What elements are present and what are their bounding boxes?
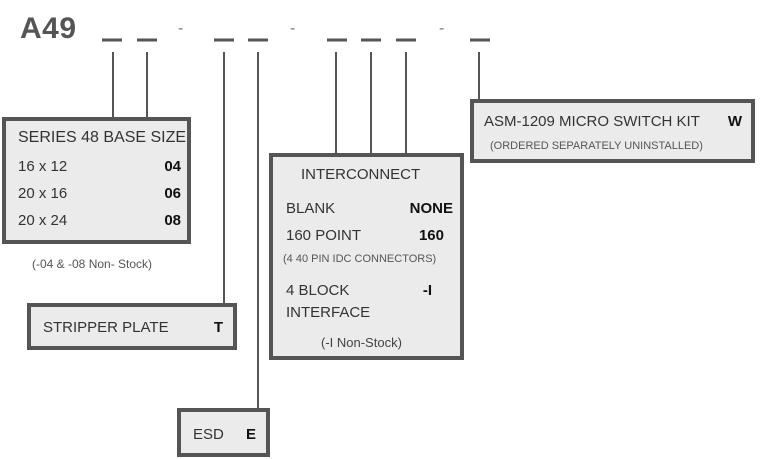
interconnect-block-label: INTERFACE xyxy=(286,304,371,321)
stripper-plate-box: STRIPPER PLATE T xyxy=(27,303,237,350)
interconnect-point-note: (4 40 PIN IDC CONNECTORS) xyxy=(283,253,437,265)
interconnect-block-code: -I xyxy=(422,282,432,299)
esd-box: ESD E xyxy=(177,408,270,457)
esd-label: ESD xyxy=(193,426,224,443)
micro-switch-code: W xyxy=(727,113,742,130)
series-box: SERIES 48 BASE SIZE 16 x 12 04 20 x 16 0… xyxy=(2,117,191,244)
esd-code: E xyxy=(245,426,256,443)
series-row-code: 08 xyxy=(164,212,181,229)
interconnect-note: (-I Non-Stock) xyxy=(321,335,402,350)
series-row-code: 04 xyxy=(164,158,181,175)
interconnect-blank-label: BLANK xyxy=(286,200,336,217)
separator-2: - xyxy=(290,20,296,37)
stripper-plate-code: T xyxy=(213,319,223,336)
series-row-label: 20 x 16 xyxy=(18,185,68,202)
series-row-code: 06 xyxy=(164,185,181,202)
interconnect-block-label: 4 BLOCK xyxy=(286,282,350,299)
series-row-label: 20 x 24 xyxy=(18,212,68,229)
micro-switch-label: ASM-1209 MICRO SWITCH KIT xyxy=(484,113,700,130)
series-note: (-04 & -08 Non- Stock) xyxy=(32,257,153,271)
series-box-title: SERIES 48 BASE SIZE xyxy=(18,129,187,146)
stripper-plate-label: STRIPPER PLATE xyxy=(43,319,169,336)
interconnect-blank-code: NONE xyxy=(409,200,453,217)
interconnect-box: INTERCONNECT BLANK NONE 160 POINT 160 (4… xyxy=(269,153,464,360)
micro-switch-note: (ORDERED SEPARATELY UNINSTALLED) xyxy=(490,140,703,152)
micro-switch-box: ASM-1209 MICRO SWITCH KIT W (ORDERED SEP… xyxy=(470,99,755,163)
series-row-label: 16 x 12 xyxy=(18,158,68,175)
separator-1: - xyxy=(178,20,184,37)
part-prefix: A49 xyxy=(20,12,77,45)
interconnect-point-code: 160 xyxy=(418,227,444,244)
separator-3: - xyxy=(439,20,445,37)
interconnect-title: INTERCONNECT xyxy=(301,166,421,183)
interconnect-point-label: 160 POINT xyxy=(286,227,362,244)
